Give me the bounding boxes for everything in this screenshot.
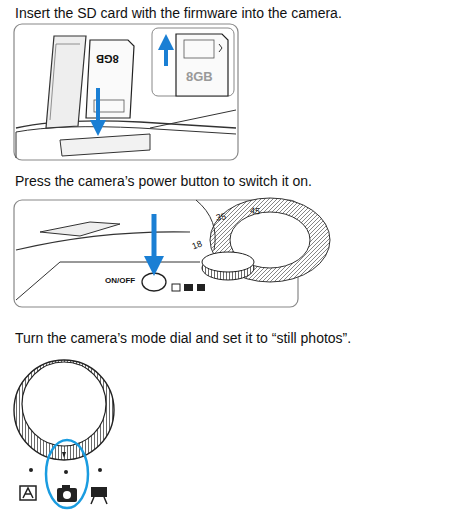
instruction-text: Turn the camera’s mode dial and set it t… [15, 330, 351, 346]
instruction-text: Press the camera’s power button to switc… [15, 173, 312, 189]
card-capacity: 8GB [96, 52, 119, 65]
mode-dial-illustration [14, 360, 114, 508]
sd-card-illustration [14, 24, 238, 160]
instruction-text: Insert the SD card with the firmware int… [15, 5, 342, 21]
card-capacity: 8GB [186, 70, 213, 85]
power-button-illustration [14, 198, 330, 307]
lens-scale-number: 35 [215, 211, 227, 223]
lens-scale-number: 45 [250, 206, 261, 217]
button-label: ON/OFF [105, 276, 135, 285]
